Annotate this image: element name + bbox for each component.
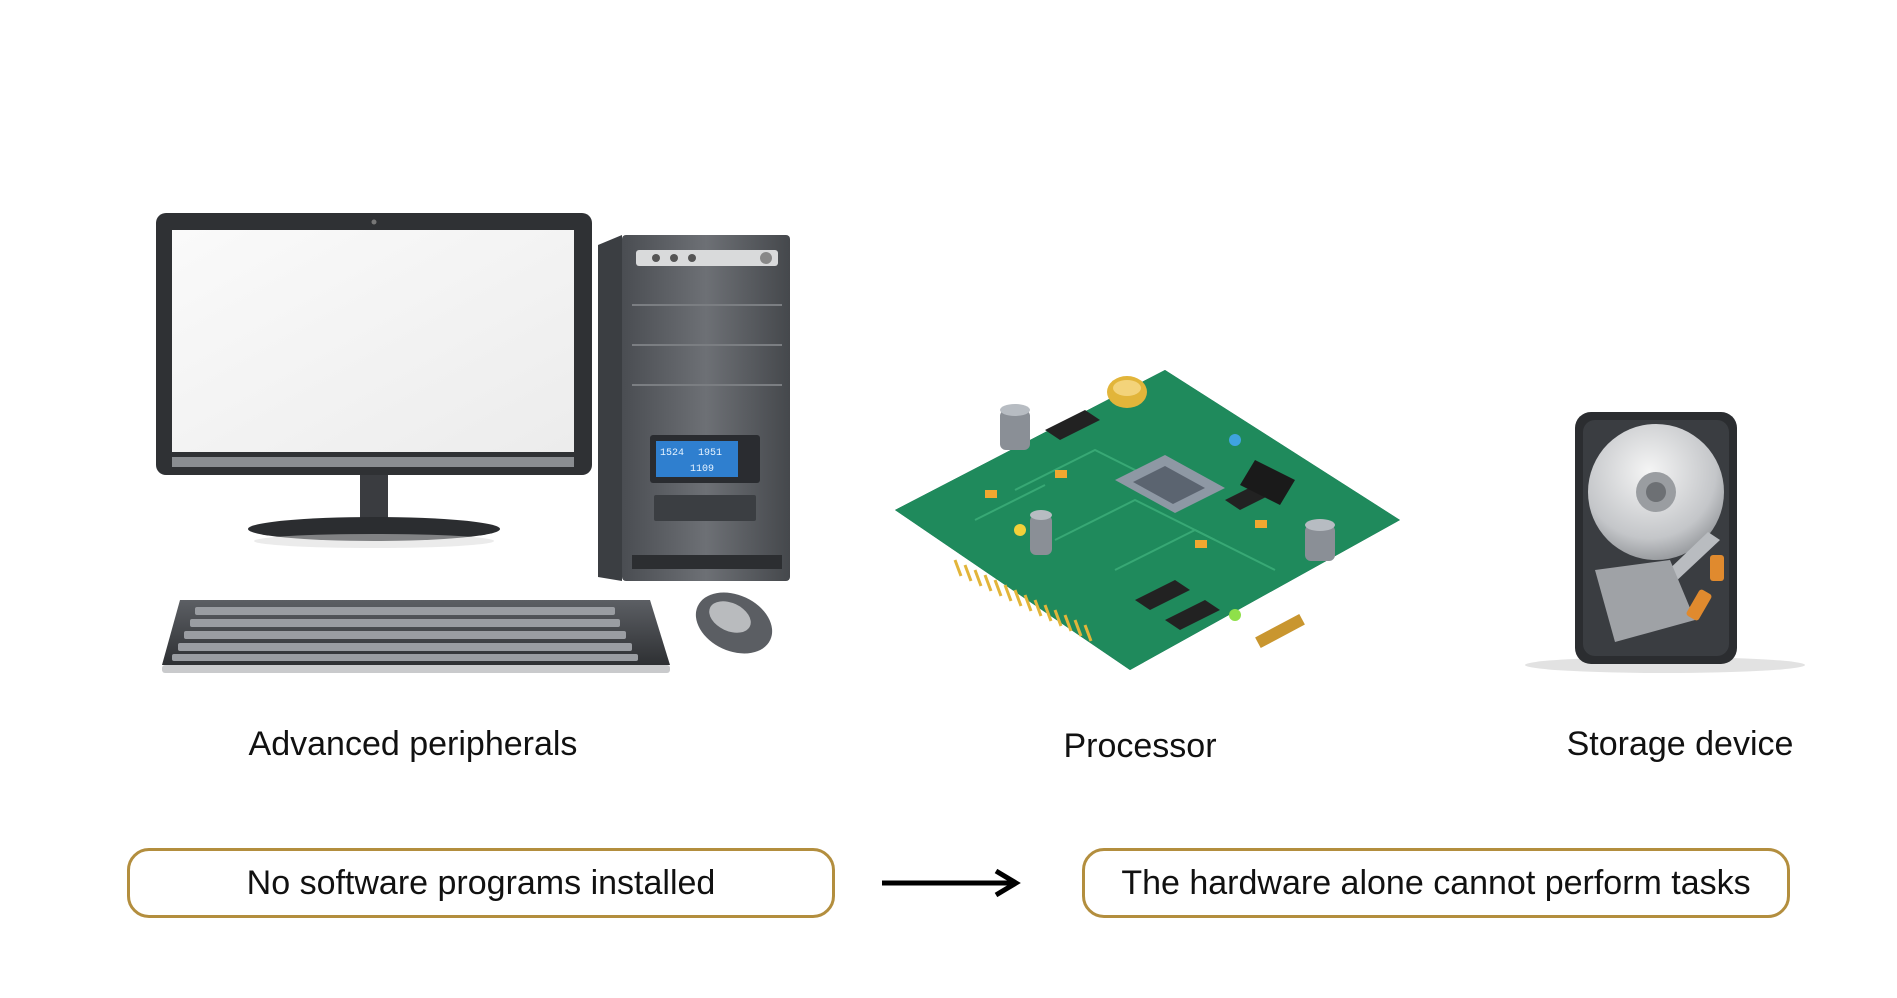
- tower-lcd-line3: 1109: [690, 464, 714, 475]
- monitor-base: [248, 517, 500, 541]
- circuit-board-illustration: [895, 370, 1405, 685]
- flow-arrow: [880, 868, 1030, 898]
- hard-drive-icon: [1525, 412, 1805, 673]
- desktop-computer-icon: 1524 1951 1109: [156, 213, 790, 673]
- desktop-computer-illustration: 1524 1951 1109: [150, 205, 790, 705]
- cause-box: No software programs installed: [127, 848, 835, 918]
- circuit-board-icon: [895, 370, 1400, 670]
- effect-box: The hardware alone cannot perform tasks: [1082, 848, 1790, 918]
- caption-storage: Storage device: [1566, 725, 1794, 763]
- hard-drive-illustration: [1520, 410, 1810, 680]
- caption-peripherals: Advanced peripherals: [248, 725, 578, 763]
- tower-lcd-line2: 1951: [698, 448, 722, 459]
- drive-arm: [1660, 532, 1720, 585]
- monitor-screen: [172, 230, 574, 452]
- caption-processor: Processor: [1063, 727, 1217, 765]
- tower-lcd-line1: 1524: [660, 448, 684, 459]
- right-arrow-icon: [882, 868, 1021, 898]
- tower-case: [622, 235, 790, 581]
